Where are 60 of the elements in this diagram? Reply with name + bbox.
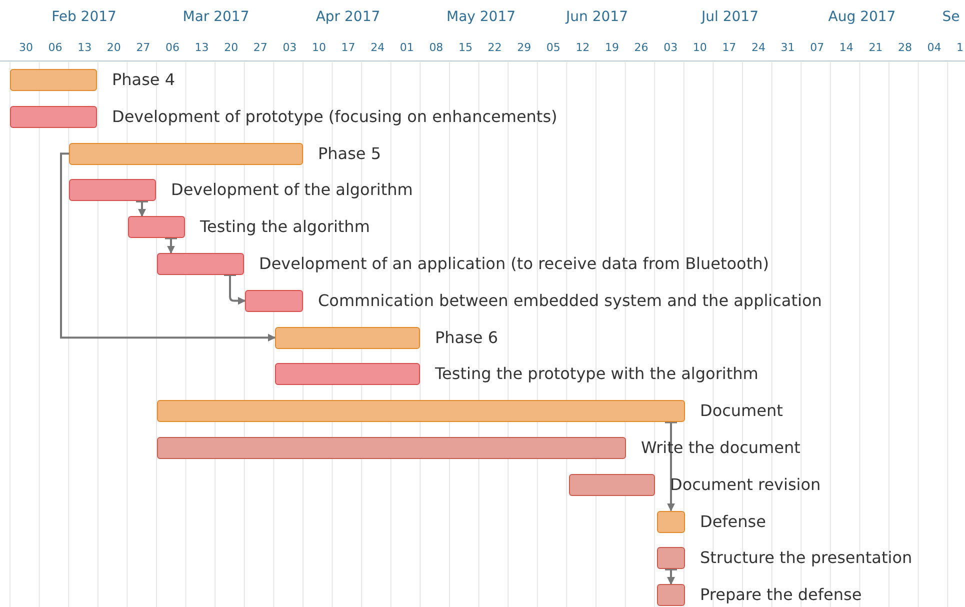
task-label: Testing the algorithm: [200, 217, 370, 238]
dependency-arrow: [664, 421, 678, 512]
day-label: 01: [400, 41, 414, 54]
day-label: 1: [956, 41, 964, 54]
task-label: Prepare the defense: [700, 585, 862, 606]
month-label: May 2017: [446, 9, 516, 25]
task-label: Development of an application (to receive data from Bluetooth): [259, 254, 769, 274]
day-label: 27: [136, 41, 150, 54]
day-label: 28: [898, 41, 912, 54]
dependency-arrow: [60, 152, 276, 342]
day-label: 13: [78, 41, 92, 54]
day-label: 20: [224, 41, 238, 54]
dependency-arrow: [664, 568, 678, 586]
day-label: 21: [868, 41, 883, 54]
day-label: 24: [370, 41, 385, 54]
task-label: Defense: [700, 512, 766, 532]
task-label: Structure the presentation: [700, 548, 912, 568]
day-label: 06: [166, 41, 180, 54]
task-label: Phase 4: [112, 70, 176, 90]
day-label: 19: [605, 41, 619, 54]
day-label: 30: [19, 41, 33, 54]
task-label: Document: [700, 401, 783, 422]
day-label: 10: [312, 41, 326, 54]
month-label: Se: [942, 9, 960, 25]
task-label: Commnication between embedded system and the application: [318, 290, 822, 311]
day-label: 05: [546, 41, 560, 54]
day-label: 14: [839, 41, 854, 54]
day-label: 29: [517, 41, 532, 54]
month-label: Aug 2017: [828, 9, 896, 25]
month-label: Mar 2017: [182, 9, 250, 25]
day-label: 24: [752, 41, 766, 54]
day-label: 27: [253, 41, 268, 54]
day-label: 06: [48, 41, 62, 54]
day-label: 26: [634, 41, 648, 54]
dependency-arrow: [223, 274, 246, 305]
day-label: 12: [576, 41, 590, 54]
day-label: 22: [488, 41, 502, 54]
day-label: 03: [282, 41, 297, 54]
dependency-arrow: [135, 200, 149, 218]
day-label: 03: [664, 41, 678, 54]
month-label: Jul 2017: [702, 9, 758, 25]
task-label: Development of the algorithm: [171, 180, 413, 200]
day-label: 31: [780, 41, 795, 54]
month-label: Jun 2017: [566, 9, 628, 25]
day-label: 08: [429, 41, 444, 54]
task-label: Phase 6: [435, 328, 498, 348]
month-label: Feb 2017: [52, 9, 116, 25]
day-label: 10: [692, 41, 707, 54]
month-label: Apr 2017: [316, 9, 380, 25]
dependency-arrow: [164, 237, 178, 254]
day-label: 15: [458, 41, 472, 54]
day-label: 17: [341, 41, 356, 54]
task-label: Phase 5: [318, 144, 382, 164]
day-label: 13: [194, 41, 209, 54]
day-label: 04: [927, 41, 942, 54]
task-label: Development of prototype (focusing on enhancements): [112, 106, 558, 127]
day-label: 17: [722, 41, 736, 54]
task-label: Testing the prototype with the algorithm: [435, 364, 758, 384]
day-label: 07: [810, 41, 824, 54]
day-label: 20: [106, 41, 121, 54]
